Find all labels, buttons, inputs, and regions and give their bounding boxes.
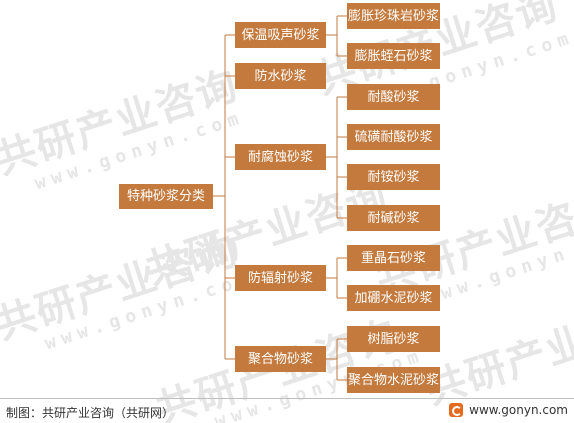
leaf-node-5-2: 聚合物水泥砂浆 bbox=[347, 367, 440, 393]
leaf-node-1-2: 膨胀蛭石砂浆 bbox=[347, 43, 440, 69]
leaf-node-1-1: 膨胀珍珠岩砂浆 bbox=[347, 3, 440, 29]
category-node-1: 保温吸声砂浆 bbox=[235, 22, 326, 48]
leaf-node-3-3: 耐铵砂浆 bbox=[347, 164, 440, 190]
footer-source: 制图：共研产业咨询（共研网） bbox=[6, 406, 175, 420]
gonyn-logo-icon bbox=[449, 403, 464, 417]
footer-brand: www.gonyn.com bbox=[449, 403, 568, 417]
root-node: 特种砂浆分类 bbox=[119, 184, 213, 209]
footer-website: www.gonyn.com bbox=[469, 403, 568, 417]
leaf-node-3-1: 耐酸砂浆 bbox=[347, 84, 440, 110]
category-node-2: 防水砂浆 bbox=[235, 63, 326, 89]
leaf-node-4-1: 重晶石砂浆 bbox=[347, 245, 440, 271]
category-node-3: 耐腐蚀砂浆 bbox=[235, 144, 326, 170]
leaf-node-3-2: 硫磺耐酸砂浆 bbox=[347, 124, 440, 150]
category-node-4: 防辐射砂浆 bbox=[235, 265, 326, 291]
leaf-node-4-2: 加硼水泥砂浆 bbox=[347, 285, 440, 311]
leaf-node-3-4: 耐碱砂浆 bbox=[347, 205, 440, 231]
category-node-5: 聚合物砂浆 bbox=[235, 346, 326, 372]
footer-divider bbox=[0, 398, 574, 399]
leaf-node-5-1: 树脂砂浆 bbox=[347, 326, 440, 352]
